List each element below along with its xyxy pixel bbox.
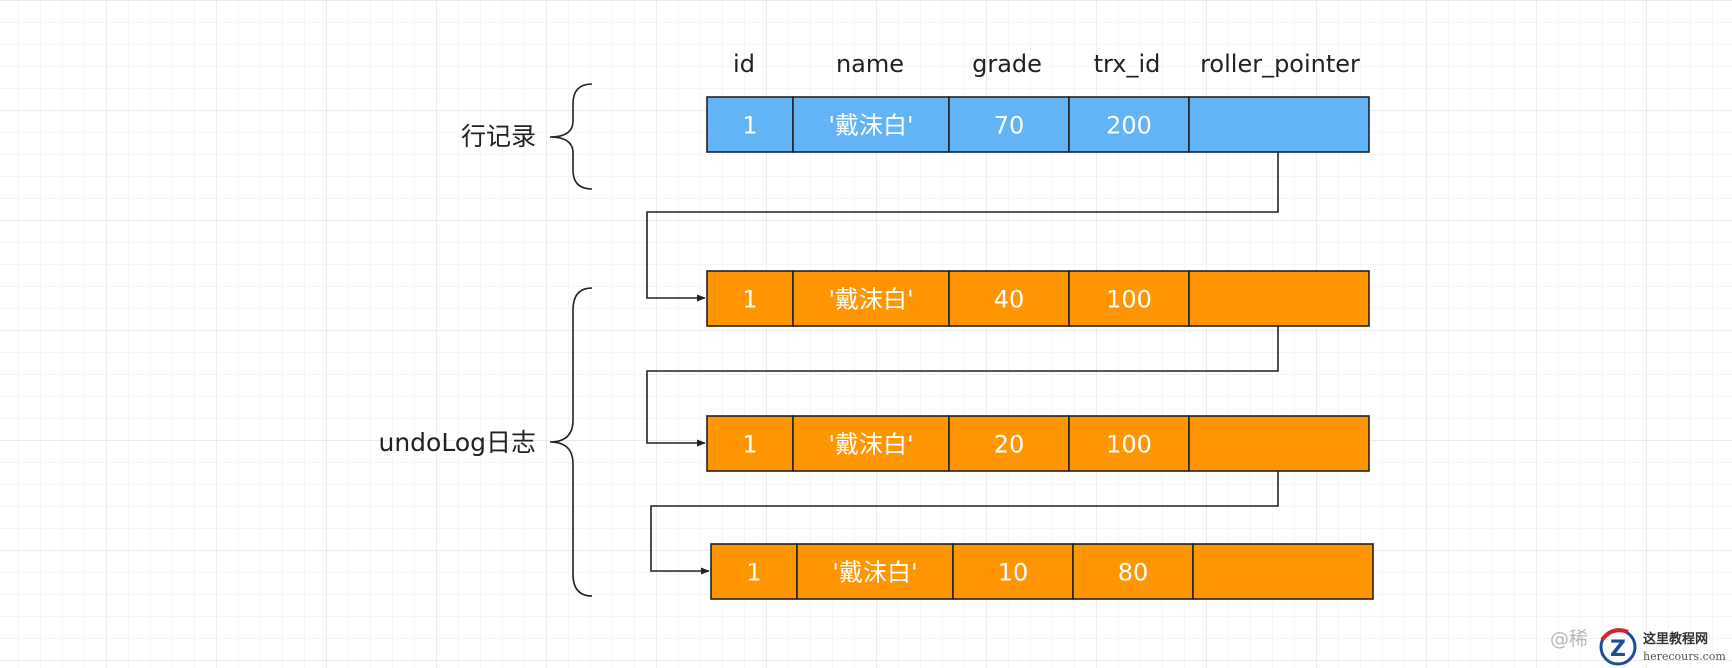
cell-trx-id xyxy=(1068,415,1190,472)
column-headers: id name grade trx_id roller_pointer xyxy=(733,50,1360,78)
header-roller-pointer: roller_pointer xyxy=(1200,50,1360,78)
roll-pointer-connectors xyxy=(646,152,1279,575)
pointer-arrow-2 xyxy=(646,326,1279,447)
cell-name xyxy=(792,270,950,327)
current-row-record: 1 '戴沫白' 70 200 xyxy=(706,96,1370,153)
undo-log-record-1: 1 '戴沫白' 40 100 xyxy=(706,270,1370,327)
cell-grade-value: 10 xyxy=(998,559,1029,587)
cell-trx-id xyxy=(1072,543,1194,600)
watermark-handle: @稀 xyxy=(1550,628,1588,650)
cell-id xyxy=(706,415,794,472)
cell-id xyxy=(710,543,798,600)
cell-name xyxy=(796,543,954,600)
watermark-logo-text: 这里教程网 xyxy=(1643,631,1708,647)
cell-name-value: '戴沫白' xyxy=(832,559,917,587)
cell-name-value: '戴沫白' xyxy=(828,286,913,314)
row-record-label: 行记录 xyxy=(461,122,536,151)
svg-text:Z: Z xyxy=(1610,637,1626,662)
cell-grade xyxy=(948,270,1070,327)
undo-log-record-3: 1 '戴沫白' 10 80 xyxy=(710,543,1374,600)
cell-grade-value: 20 xyxy=(994,431,1025,459)
cell-trx-id-value: 100 xyxy=(1106,431,1152,459)
cell-trx-id-value: 80 xyxy=(1118,559,1149,587)
cell-trx-id-value: 100 xyxy=(1106,286,1152,314)
cell-roller-pointer xyxy=(1192,543,1374,600)
cell-name-value: '戴沫白' xyxy=(828,431,913,459)
group-braces xyxy=(549,83,593,597)
undo-log-record-2: 1 '戴沫白' 20 100 xyxy=(706,415,1370,472)
header-grade: grade xyxy=(972,50,1042,78)
cell-name xyxy=(792,415,950,472)
cell-id-value: 1 xyxy=(742,431,757,459)
cell-id-value: 1 xyxy=(746,559,761,587)
cell-id-value: 1 xyxy=(742,286,757,314)
cell-grade-value: 70 xyxy=(994,112,1025,140)
cell-roller-pointer xyxy=(1188,96,1370,153)
row-record-brace xyxy=(549,83,593,190)
cell-grade-value: 40 xyxy=(994,286,1025,314)
cell-id xyxy=(706,96,794,153)
cell-roller-pointer xyxy=(1188,415,1370,472)
cell-grade xyxy=(948,96,1070,153)
pointer-arrow-3 xyxy=(650,471,1279,575)
cell-id xyxy=(706,270,794,327)
cell-name xyxy=(792,96,950,153)
watermark-logo-icon: Z xyxy=(1599,628,1637,666)
header-id: id xyxy=(733,50,755,78)
pointer-arrow-1 xyxy=(646,152,1279,302)
header-trx-id: trx_id xyxy=(1094,50,1161,78)
cell-trx-id xyxy=(1068,270,1190,327)
undo-log-label: undoLog日志 xyxy=(378,428,536,457)
cell-trx-id-value: 200 xyxy=(1106,112,1152,140)
cell-name-value: '戴沫白' xyxy=(828,112,913,140)
undo-log-brace xyxy=(549,287,593,597)
watermark-url: herecours.com xyxy=(1643,650,1726,663)
watermark: @稀 Z 这里教程网 herecours.com xyxy=(1550,628,1726,666)
cell-roller-pointer xyxy=(1188,270,1370,327)
cell-id-value: 1 xyxy=(742,112,757,140)
header-name: name xyxy=(836,50,904,78)
